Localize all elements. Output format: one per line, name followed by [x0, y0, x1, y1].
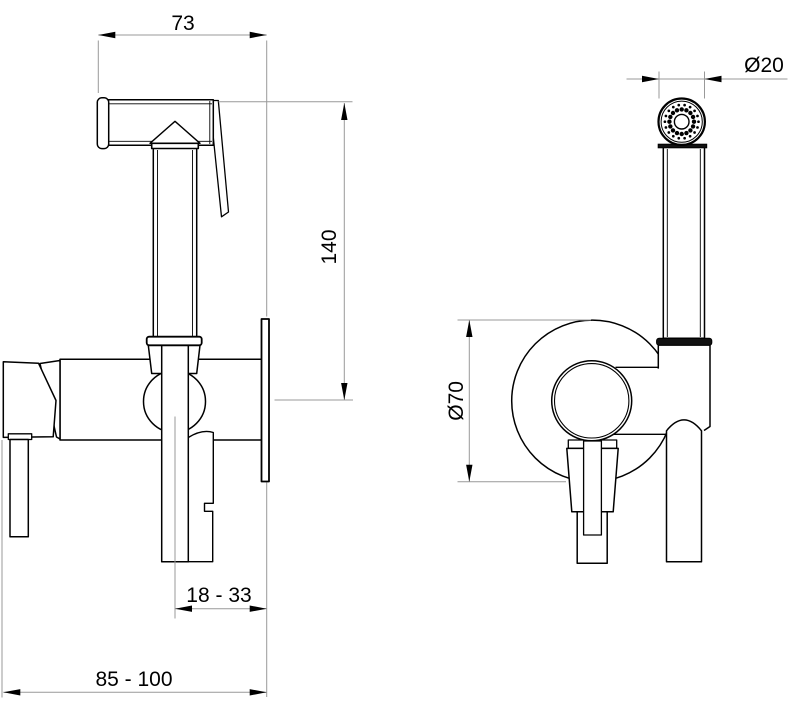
arrowhead-right — [249, 605, 267, 612]
arrowhead-right — [642, 75, 659, 83]
connector-band — [150, 142, 200, 150]
trigger-lever — [208, 99, 230, 218]
valve-body-front-fill — [658, 345, 710, 428]
dim-holder-offset: 18 - 33 — [175, 482, 268, 697]
arrowhead-right — [249, 31, 267, 39]
nozzle-dots — [663, 103, 700, 140]
dim-spray-head-diameter: Ø20 — [626, 54, 788, 99]
holder-cup-side — [187, 430, 214, 563]
arrowhead-left — [98, 31, 116, 39]
lever-cap-side — [2, 361, 57, 439]
dim-rosette-diameter: Ø70 — [445, 319, 591, 483]
sprayer-handle-side — [152, 147, 198, 338]
dim-18-33-label: 18 - 33 — [186, 584, 251, 607]
dimensions: 73 140 Ø20 Ø70 — [1, 12, 788, 698]
arrowhead-down — [341, 383, 348, 400]
dim-height-to-axis: 140 — [218, 101, 353, 401]
dim-73-label: 73 — [171, 12, 194, 35]
dim-wall-projection: 85 - 100 — [1, 440, 267, 698]
arrowhead-up — [466, 320, 473, 337]
collar-front — [656, 337, 713, 346]
lever-cap-collar — [7, 433, 33, 441]
arrowhead-left — [3, 689, 21, 696]
arrowhead-down — [466, 464, 473, 482]
knob-front-inner — [553, 363, 630, 439]
spray-face-cap — [96, 97, 110, 150]
lever-stem-front — [582, 440, 603, 536]
arrowhead-left — [704, 75, 722, 83]
side-view — [2, 97, 270, 619]
spray-head-face — [657, 97, 707, 147]
spray-head-face-inner — [660, 100, 703, 143]
sprayer-handle-front — [662, 145, 706, 339]
hose-front — [665, 419, 703, 563]
knob-front — [550, 360, 633, 442]
dim-140-label: 140 — [318, 229, 341, 264]
front-view — [510, 97, 713, 565]
lever-stem-side — [9, 438, 30, 538]
dim-head-length: 73 — [97, 12, 268, 317]
arrowhead-left — [175, 605, 192, 612]
arrowhead-right — [249, 689, 267, 696]
wall-plate-side — [260, 318, 270, 483]
collar-side — [145, 335, 203, 347]
dim-85-100-label: 85 - 100 — [95, 668, 172, 691]
dim-d20-label: Ø20 — [744, 54, 784, 77]
spray-center-ring — [673, 113, 690, 130]
dim-d70-label: Ø70 — [445, 381, 468, 421]
arrowhead-up — [341, 103, 348, 120]
